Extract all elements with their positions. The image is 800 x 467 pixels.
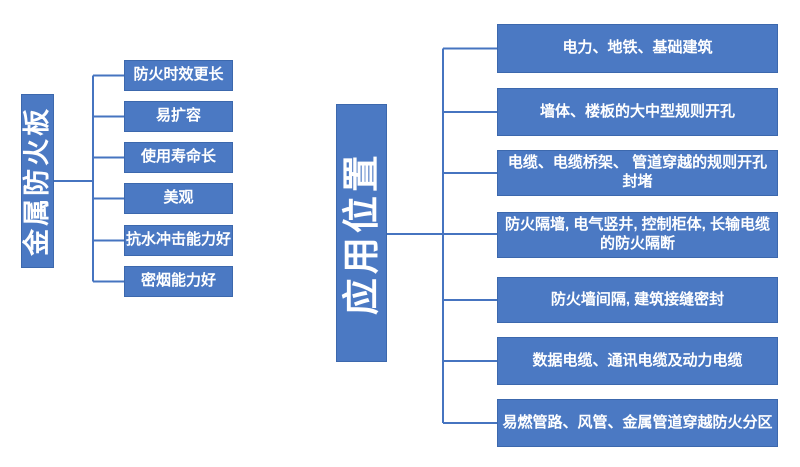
left-item-label: 使用寿命长 — [140, 148, 216, 166]
left-root-box: 金属防火板 — [21, 94, 54, 268]
right-item-box: 电缆、电缆桥架、 管道穿越的规则开孔 封堵 — [497, 150, 778, 196]
left-item-box: 易扩容 — [124, 101, 233, 132]
right-item-box: 易燃管路、风管、金属管道穿越防火分区 — [497, 399, 778, 447]
right-item-box: 防火墙间隔, 建筑接缝密封 — [497, 277, 778, 323]
right-item-box: 数据电缆、通讯电缆及动力电缆 — [497, 337, 778, 385]
right-root-box: 应用位置 — [336, 104, 387, 362]
right-item-label: 墙体、楼板的大中型规则开孔 — [539, 102, 735, 120]
right-item-label: 防火墙间隔, 建筑接缝密封 — [550, 290, 725, 308]
right-item-label: 防火隔墙, 电气竖井, 控制柜体, 长输电缆 的防火隔断 — [504, 216, 770, 252]
right-item-label: 易燃管路、风管、金属管道穿越防火分区 — [502, 413, 773, 431]
right-item-label: 数据电缆、通讯电缆及动力电缆 — [532, 351, 743, 369]
right-root-label: 应用位置 — [340, 151, 382, 315]
left-item-box: 使用寿命长 — [124, 142, 233, 173]
left-item-box: 美观 — [124, 183, 233, 214]
left-item-box: 抗水冲击能力好 — [124, 225, 233, 256]
left-item-label: 防火时效更长 — [133, 66, 224, 84]
left-item-box: 密烟能力好 — [124, 266, 233, 297]
left-item-box: 防火时效更长 — [124, 60, 233, 91]
left-item-label: 密烟能力好 — [140, 272, 216, 290]
right-item-box: 防火隔墙, 电气竖井, 控制柜体, 长输电缆 的防火隔断 — [497, 212, 778, 258]
right-item-label: 电缆、电缆桥架、 管道穿越的规则开孔 封堵 — [507, 154, 768, 190]
right-item-label: 电力、地铁、基础建筑 — [562, 39, 713, 57]
left-item-label: 抗水冲击能力好 — [125, 231, 231, 249]
left-item-label: 美观 — [163, 189, 194, 207]
left-root-label: 金属防火板 — [21, 106, 52, 256]
right-item-box: 墙体、楼板的大中型规则开孔 — [497, 88, 778, 136]
right-item-box: 电力、地铁、基础建筑 — [497, 24, 778, 73]
left-item-label: 易扩容 — [155, 107, 201, 125]
